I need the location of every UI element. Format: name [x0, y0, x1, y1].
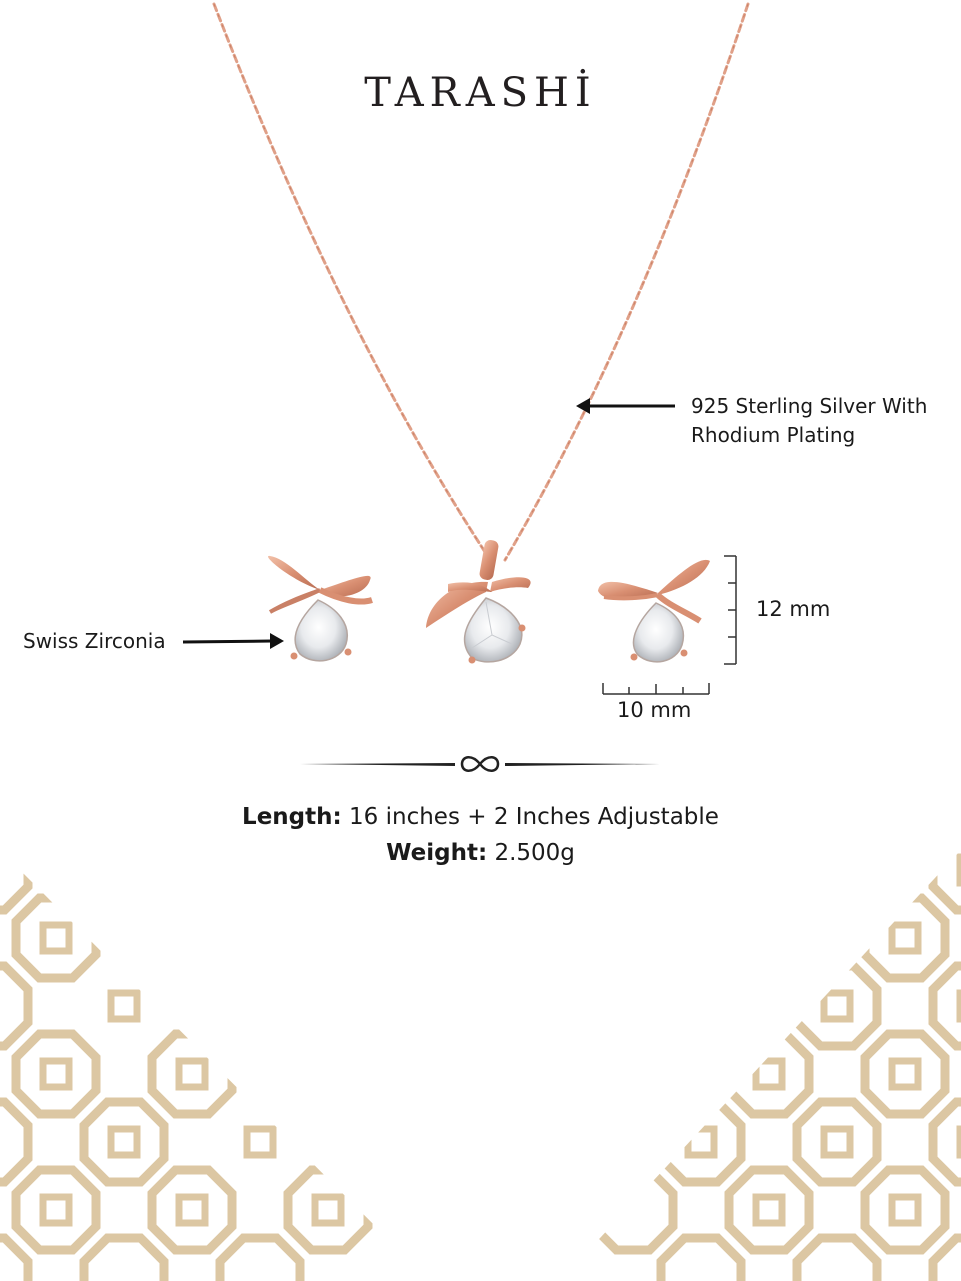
- pattern-octagon: [11, 1165, 101, 1255]
- octagon-pattern-left: [0, 850, 413, 1281]
- necklace-chain: [212, 2, 750, 562]
- pattern-square: [752, 1193, 786, 1227]
- pattern-square: [820, 1125, 854, 1159]
- pattern-octagon: [724, 1165, 814, 1255]
- pattern-octagon: [0, 850, 33, 915]
- width-dimension-bracket: [602, 683, 710, 695]
- pattern-octagon: [860, 1165, 950, 1255]
- pattern-square: [311, 1193, 345, 1227]
- pattern-octagon: [928, 1233, 961, 1281]
- pattern-octagon: [792, 1097, 882, 1187]
- pattern-square: [956, 853, 961, 887]
- zirconia-callout-arrow: [182, 633, 284, 649]
- pattern-octagon: [79, 1233, 169, 1281]
- pattern-square: [39, 921, 73, 955]
- pattern-octagon: [0, 961, 33, 1051]
- pattern-octagon: [588, 1165, 678, 1255]
- pattern-octagon: [860, 1029, 950, 1119]
- pattern-square: [39, 1193, 73, 1227]
- pattern-octagon: [147, 1165, 237, 1255]
- length-spec: Length: 16 inches + 2 Inches Adjustable: [0, 804, 961, 830]
- pattern-square: [379, 1125, 413, 1159]
- earring-right: [598, 559, 710, 663]
- length-spec-label: Length:: [242, 804, 342, 830]
- pattern-octagon: [11, 893, 101, 983]
- pattern-octagon: [724, 1029, 814, 1119]
- length-spec-value: 16 inches + 2 Inches Adjustable: [341, 804, 719, 830]
- silver-callout-arrow: [576, 398, 675, 414]
- pattern-square: [175, 1057, 209, 1091]
- pattern-octagon: [860, 893, 950, 983]
- pattern-octagon: [11, 1029, 101, 1119]
- pattern-square: [684, 1125, 718, 1159]
- brand-logo: TARASHİ: [0, 70, 961, 116]
- height-dimension-bracket: [724, 555, 737, 665]
- brand-name: TARASHİ: [364, 70, 597, 116]
- infinity-divider: [300, 756, 660, 772]
- pattern-octagon: [0, 1233, 33, 1281]
- pattern-square: [175, 1193, 209, 1227]
- pattern-square: [39, 1057, 73, 1091]
- earring-left: [268, 555, 373, 662]
- pattern-square: [820, 989, 854, 1023]
- zirconia-callout-label: Swiss Zirconia: [23, 629, 166, 653]
- weight-spec-label: Weight:: [386, 840, 488, 866]
- pattern-square: [888, 921, 922, 955]
- pattern-square: [243, 1125, 277, 1159]
- pendant: [426, 540, 531, 664]
- silver-callout-line-2: Rhodium Plating: [691, 423, 856, 447]
- silver-callout-label: 925 Sterling Silver With Rhodium Plating: [691, 392, 927, 450]
- height-dimension-label: 12 mm: [756, 597, 831, 621]
- pattern-octagon: [79, 1097, 169, 1187]
- pattern-square: [107, 1125, 141, 1159]
- pattern-octagon: [928, 961, 961, 1051]
- weight-spec-value: 2.500g: [487, 840, 575, 866]
- pattern-octagon: [147, 1029, 237, 1119]
- pattern-square: [956, 989, 961, 1023]
- silver-callout-line-1: 925 Sterling Silver With: [691, 394, 928, 418]
- pattern-octagon: [792, 961, 882, 1051]
- pattern-square: [243, 989, 277, 1023]
- pattern-octagon: [0, 1097, 33, 1187]
- pattern-square: [956, 1125, 961, 1159]
- pattern-octagon: [215, 1233, 305, 1281]
- pattern-octagon: [283, 1165, 373, 1255]
- pattern-octagon: [656, 1233, 746, 1281]
- pattern-square: [888, 1057, 922, 1091]
- pattern-octagon: [792, 1233, 882, 1281]
- pattern-square: [888, 1193, 922, 1227]
- pattern-octagon: [656, 1097, 746, 1187]
- width-dimension-label: 10 mm: [617, 698, 692, 722]
- pattern-square: [107, 989, 141, 1023]
- pattern-octagon: [928, 1097, 961, 1187]
- weight-spec: Weight: 2.500g: [0, 840, 961, 866]
- pattern-square: [752, 1057, 786, 1091]
